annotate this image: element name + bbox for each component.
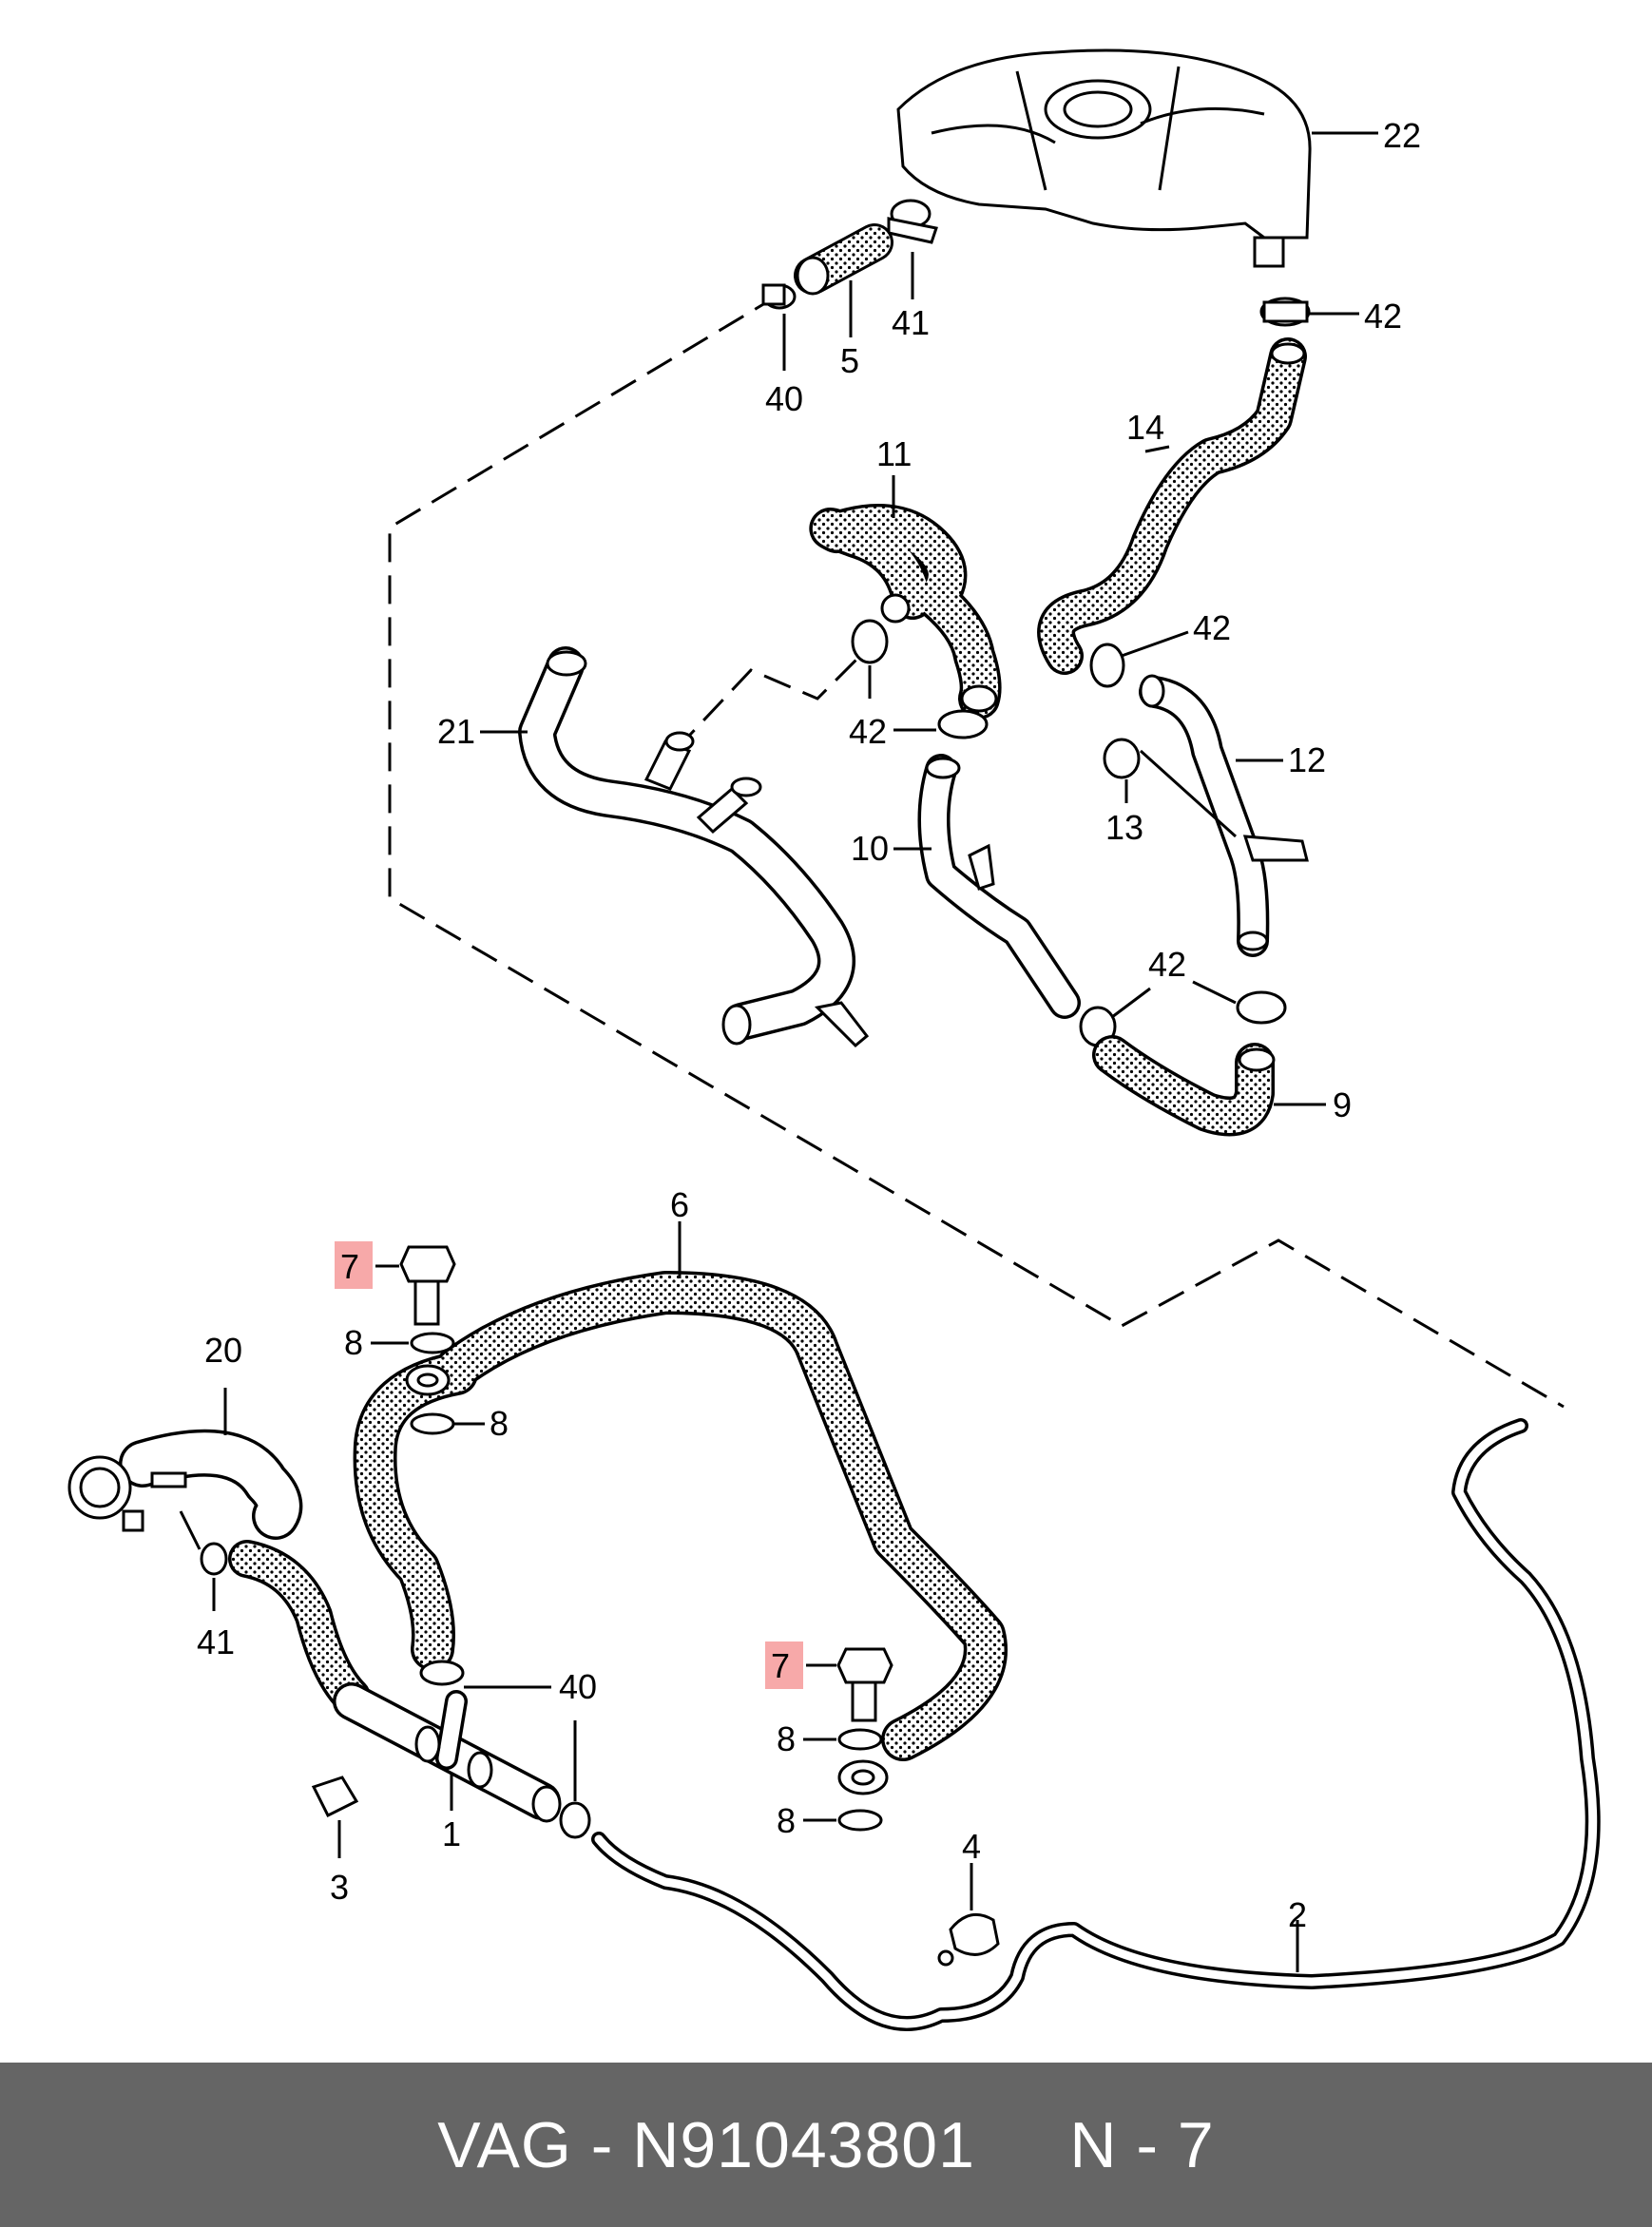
hose-to-pipe-1 [228,1540,371,1716]
grommet-13 [1103,738,1141,779]
hose-6 [353,1271,1008,1761]
label-6: 6 [670,1185,689,1224]
label-8-mid: 8 [490,1404,509,1443]
label-20: 20 [204,1331,242,1370]
highlight-7-top [335,1241,373,1289]
washer-8-lower-top [837,1728,883,1751]
highlight-7-lower [765,1641,803,1689]
label-3: 3 [330,1868,349,1907]
footer-gap [975,2108,1069,2182]
banjo-fitting-lower [837,1759,889,1795]
label-8-lower-top: 8 [777,1719,796,1758]
parts-diagram: 22 42 41 5 40 11 14 42 21 42 12 13 10 42… [67,48,1601,2031]
expansion-tank [896,48,1312,268]
hose-5 [794,223,893,296]
pipe-12 [1139,674,1309,957]
hose-14 [1037,337,1307,675]
label-2: 2 [1288,1895,1307,1934]
label-5: 5 [840,341,859,380]
clamp-41-top [887,199,938,244]
clamp-41-lower [200,1542,228,1576]
label-42-lower: 42 [1148,945,1186,984]
label-9: 9 [1333,1085,1352,1124]
pipe-10 [917,754,1081,1019]
hose-11 [809,504,1002,720]
clamp-40-top [761,283,797,310]
hose-9 [1092,1035,1276,1137]
label-21: 21 [437,712,475,751]
label-40-top: 40 [765,379,803,418]
label-11: 11 [876,434,912,473]
banjo-bolt-7-top [399,1245,456,1326]
banjo-fitting-top [405,1364,451,1396]
label-42-mid-right: 42 [1193,608,1231,647]
assembly-outline [388,293,1565,1409]
clamp-42-lower-right [1236,990,1287,1025]
clamp-42-mid-right [1089,643,1125,688]
clamp-42-mid-left [851,619,889,664]
clamp-42-center [937,709,989,739]
washer-8-top [410,1332,455,1354]
clamp-40-lower-bottom [559,1801,591,1839]
pipe-21 [518,646,870,1048]
label-8-lower-bottom: 8 [777,1801,796,1840]
label-13: 13 [1105,808,1143,847]
clamp-42-top [1259,297,1311,327]
footer-bar: VAG - N91043801 N - 7 [0,2063,1652,2227]
label-41-lower: 41 [197,1622,235,1661]
label-40-lower: 40 [559,1667,597,1706]
washer-8-lower-bottom [837,1809,883,1832]
washer-8-mid [410,1412,455,1435]
footer-separator: - [571,2108,633,2181]
footer-brand: VAG [437,2108,572,2181]
footer-ref: N - 7 [1069,2108,1215,2181]
clamp-40-lower-top [419,1660,465,1686]
banjo-bolt-7-lower [836,1647,893,1722]
footer-part-number: N91043801 [632,2108,975,2181]
clip-4 [937,1912,1000,1967]
label-8-top: 8 [344,1323,363,1362]
label-14: 14 [1126,408,1164,447]
label-1: 1 [442,1814,461,1853]
label-42-top: 42 [1364,297,1402,336]
connector-dash-11 [673,654,862,753]
connector-20 [67,1429,303,1540]
label-10: 10 [851,829,889,868]
label-12: 12 [1288,740,1326,779]
label-41-top: 41 [892,303,930,342]
line-2 [591,1418,1601,2031]
label-7-lower: 7 [771,1646,790,1685]
clip-3 [311,1776,359,1818]
label-22: 22 [1383,116,1421,155]
label-7-top: 7 [340,1247,359,1286]
label-42-center: 42 [849,712,887,751]
pipe-1 [333,1682,562,1823]
label-4: 4 [962,1827,981,1866]
